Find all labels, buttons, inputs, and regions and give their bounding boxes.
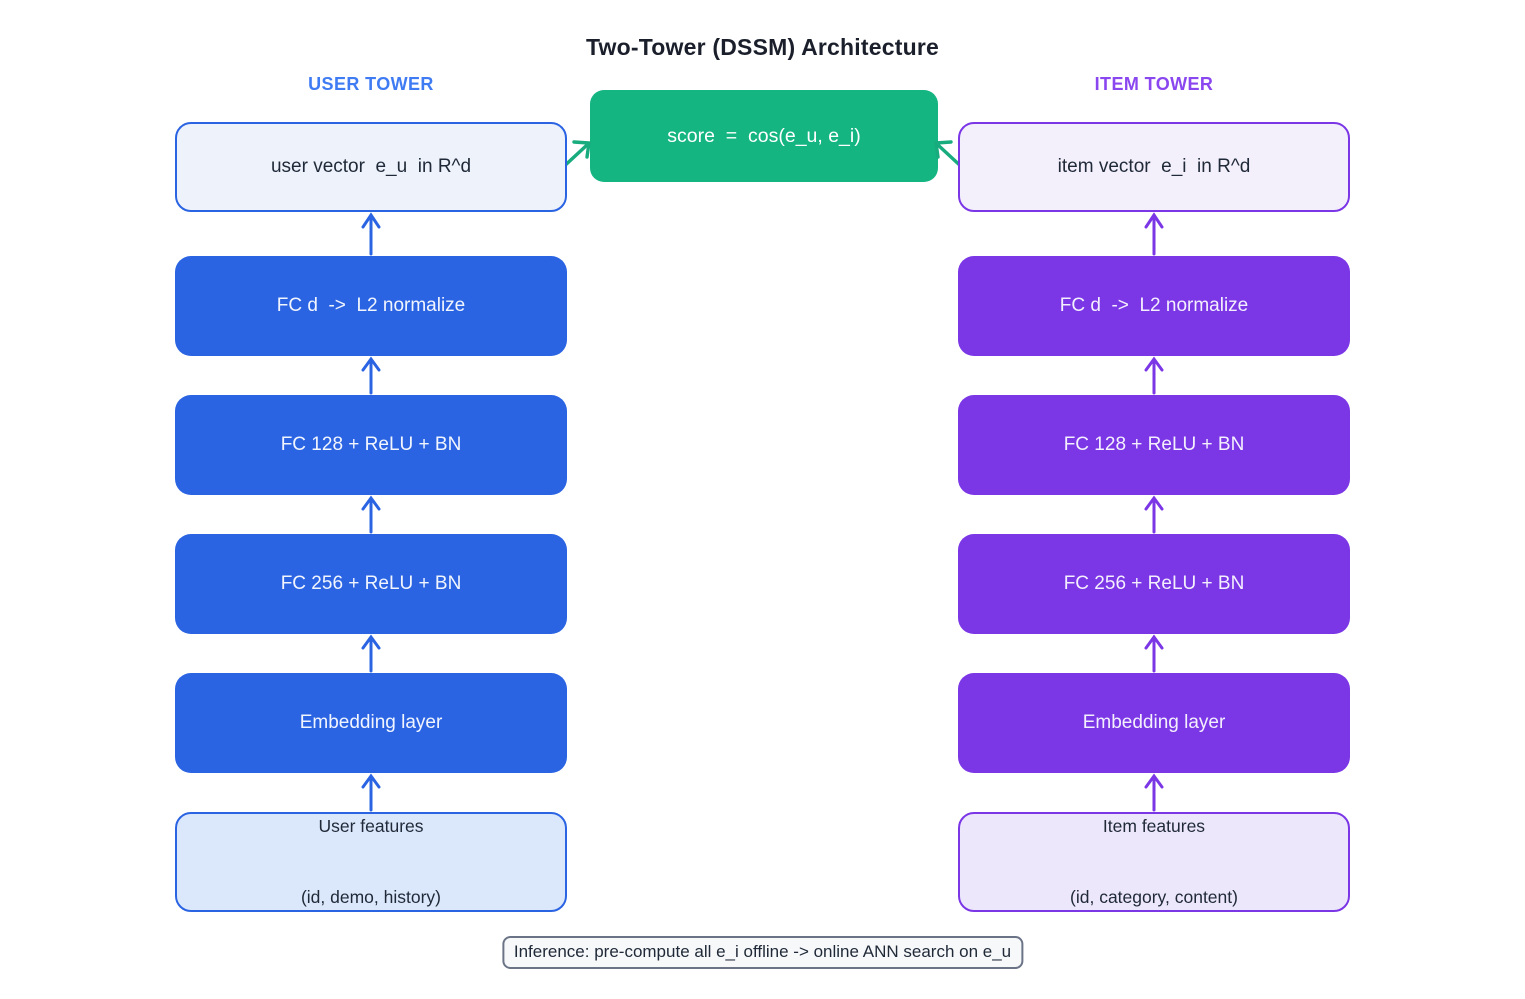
item-layer-fc-d-label: FC d -> L2 normalize xyxy=(1059,295,1249,316)
item-layer-fc128-box: FC 128 + ReLU + BN xyxy=(958,395,1350,495)
item-tower-label: ITEM TOWER xyxy=(1094,74,1214,94)
user-features-line2: (id, demo, history) xyxy=(300,886,442,907)
up-arrow-icon xyxy=(359,773,383,812)
item-vector-box: item vector e_i in R^d xyxy=(958,122,1350,212)
score-label: score = cos(e_u, e_i) xyxy=(667,124,861,147)
user-layer-fc-d-box: FC d -> L2 normalize xyxy=(175,256,567,356)
user-features-line1: User features xyxy=(318,815,424,836)
item-features-line2: (id, category, content) xyxy=(1070,886,1238,907)
user-layer-fc256-label: FC 256 + ReLU + BN xyxy=(280,573,462,594)
user-vector-box: user vector e_u in R^d xyxy=(175,122,567,212)
up-arrow-icon xyxy=(359,356,383,395)
up-arrow-icon xyxy=(1142,212,1166,256)
up-arrow-icon xyxy=(359,634,383,673)
user-layer-fc128-box: FC 128 + ReLU + BN xyxy=(175,395,567,495)
item-embedding-box: Embedding layer xyxy=(958,673,1350,773)
user-vector-label: user vector e_u in R^d xyxy=(270,156,472,177)
up-arrow-icon xyxy=(1142,356,1166,395)
item-layer-fc256-box: FC 256 + ReLU + BN xyxy=(958,534,1350,634)
item-layer-fc128-label: FC 128 + ReLU + BN xyxy=(1063,434,1245,455)
up-arrow-icon xyxy=(1142,634,1166,673)
up-arrow-icon xyxy=(359,495,383,534)
user-embedding-label: Embedding layer xyxy=(299,712,443,733)
diagram-title: Two-Tower (DSSM) Architecture xyxy=(586,34,939,60)
item-layer-fc256-label: FC 256 + ReLU + BN xyxy=(1063,573,1245,594)
user-embedding-box: Embedding layer xyxy=(175,673,567,773)
inference-note: Inference: pre-compute all e_i offline -… xyxy=(501,936,1024,969)
item-features-box: Item features (id, category, content) xyxy=(958,812,1350,912)
user-layer-fc-d-label: FC d -> L2 normalize xyxy=(276,295,466,316)
up-arrow-icon xyxy=(359,212,383,256)
item-features-line1: Item features xyxy=(1102,815,1206,836)
item-embedding-label: Embedding layer xyxy=(1082,712,1226,733)
user-tower-label: USER TOWER xyxy=(308,74,434,94)
score-box: score = cos(e_u, e_i) xyxy=(590,90,938,182)
user-layer-fc128-label: FC 128 + ReLU + BN xyxy=(280,434,462,455)
user-features-box: User features (id, demo, history) xyxy=(175,812,567,912)
up-arrow-icon xyxy=(1142,773,1166,812)
user-layer-fc256-box: FC 256 + ReLU + BN xyxy=(175,534,567,634)
item-layer-fc-d-box: FC d -> L2 normalize xyxy=(958,256,1350,356)
up-arrow-icon xyxy=(1142,495,1166,534)
item-vector-label: item vector e_i in R^d xyxy=(1057,156,1251,177)
